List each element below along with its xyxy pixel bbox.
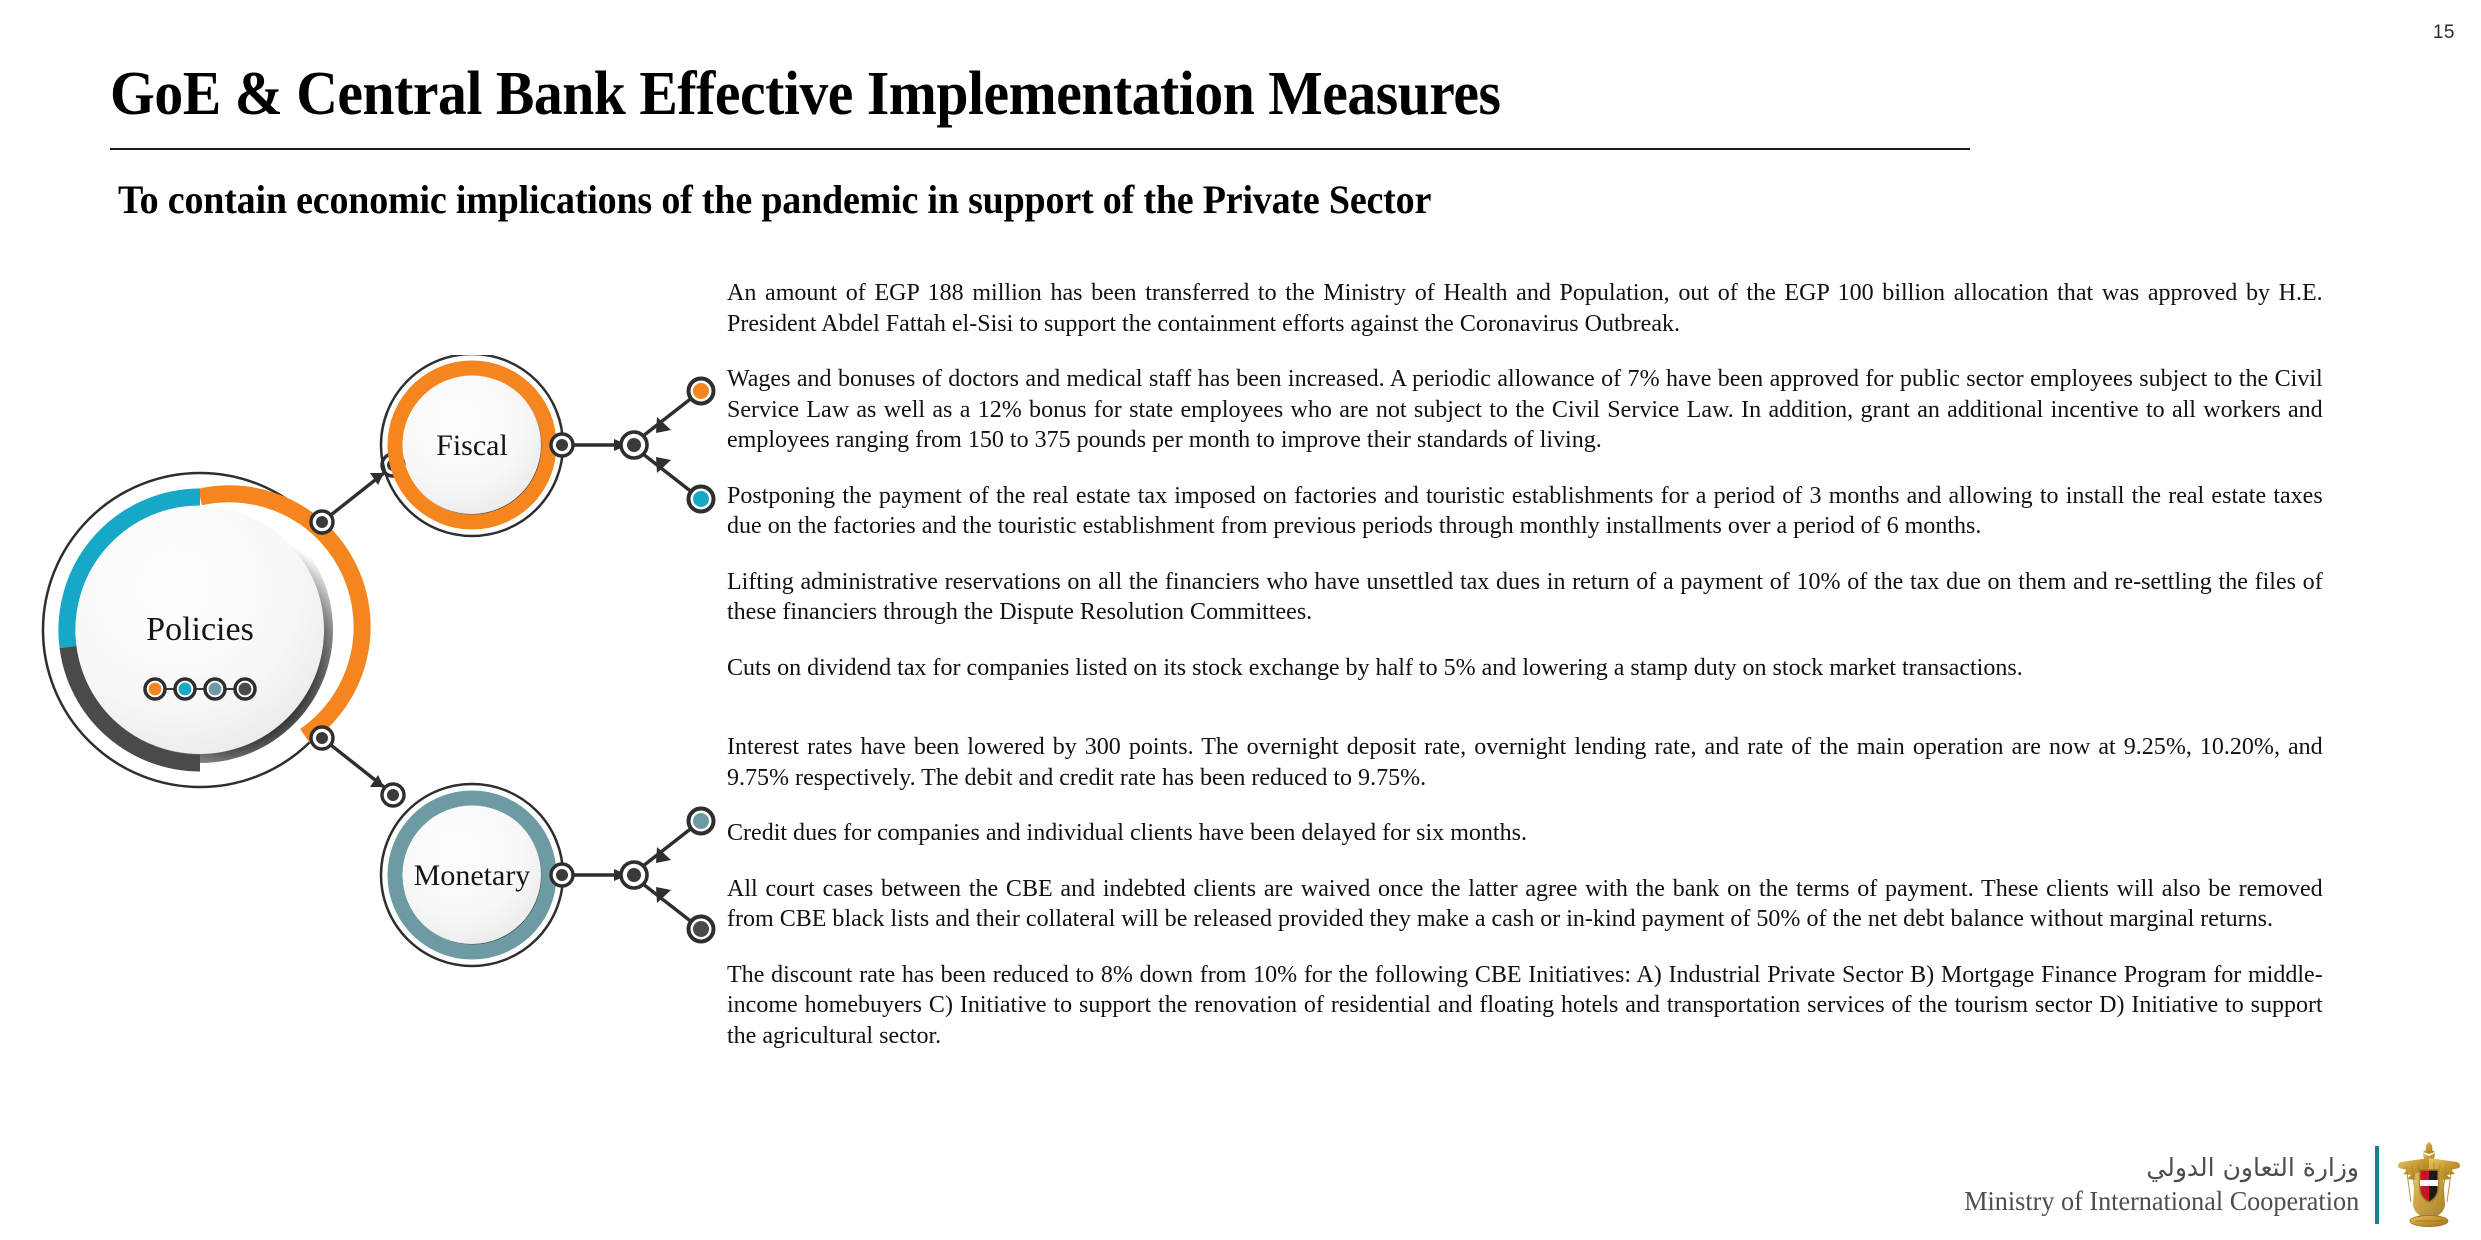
hub-policies[interactable]: Policies [41,471,371,795]
paragraph: An amount of EGP 188 million has been tr… [727,279,2323,337]
fiscal-inner-sphere [403,376,541,514]
monetary-label: Monetary [414,859,531,892]
policies-diagram-svg: Policies [41,355,716,973]
page-number: 15 [2432,22,2455,43]
fiscal-branch-arrowhead-down [656,457,671,473]
monetary-branch [549,806,716,944]
footer-text-block: وزارة التعاون الدولي Ministry of Interna… [1952,1151,2375,1220]
page-title: GoE & Central Bank Effective Implementat… [110,60,1501,128]
ministry-name-arabic: وزارة التعاون الدولي [2146,1152,2359,1182]
connector-arrowhead-fiscal [370,473,384,485]
egypt-eagle-emblem-icon [2397,1142,2461,1227]
hub-legend-dot-sage [203,677,227,701]
footer-branding: وزارة التعاون الدولي Ministry of Interna… [1952,1140,2465,1230]
connector-hub-to-fiscal [309,452,406,535]
connector-arrowhead-monetary [370,775,384,787]
paragraph: Wages and bonuses of doctors and medical… [727,365,2323,453]
hub-label: Policies [146,611,254,648]
hub-inner-sphere [76,506,324,754]
hub-ring-arc-cyan [58,488,201,649]
paragraph: Credit dues for companies and individual… [727,819,1527,846]
node-fiscal[interactable]: Fiscal [379,355,570,543]
connector-hub-to-monetary [309,725,406,808]
fiscal-branch-arrowhead-up [656,417,671,433]
title-underline-rule [110,148,1970,150]
fiscal-bullet-dot-orange [686,376,716,406]
monetary-ring-sage [387,790,557,960]
fiscal-bullet-dot-cyan [686,484,716,514]
hub-legend-dots [143,677,257,701]
fiscal-ring-orange [387,360,557,530]
ministry-name-english: Ministry of International Cooperation [1964,1186,2359,1217]
paragraph: The discount rate has been reduced to 8%… [727,960,2323,1049]
monetary-branch-arrowhead-up [656,847,671,863]
paragraph: Lifting administrative reservations on a… [727,567,2323,626]
monetary-bullet-dot-sage [686,806,716,836]
monetary-inner-sphere [403,806,541,944]
hub-ring-arc-orange [198,485,371,743]
body-text-column: An amount of EGP 188 million has been tr… [727,278,2347,1076]
hub-legend-dot-cyan [173,677,197,701]
paragraph: Postponing the payment of the real estat… [727,481,2323,540]
fiscal-branch [549,376,716,514]
hub-legend-dot-orange [143,677,167,701]
policies-diagram: Policies [0,355,740,1025]
monetary-branch-arrowhead-down [656,887,671,903]
monetary-bullet-dot-gray [686,914,716,944]
paragraph: Interest rates have been lowered by 300 … [727,733,2323,791]
paragraph: All court cases between the CBE and inde… [727,874,2323,933]
node-monetary[interactable]: Monetary [379,782,570,973]
footer-divider [2375,1146,2379,1224]
fiscal-label: Fiscal [436,429,508,462]
hub-ring-arc-gray [59,645,201,772]
hub-legend-dot-gray [233,677,257,701]
page-subtitle: To contain economic implications of the … [118,177,1432,222]
paragraph: Cuts on dividend tax for companies liste… [727,653,2023,681]
hub-segmented-ring [58,485,371,772]
